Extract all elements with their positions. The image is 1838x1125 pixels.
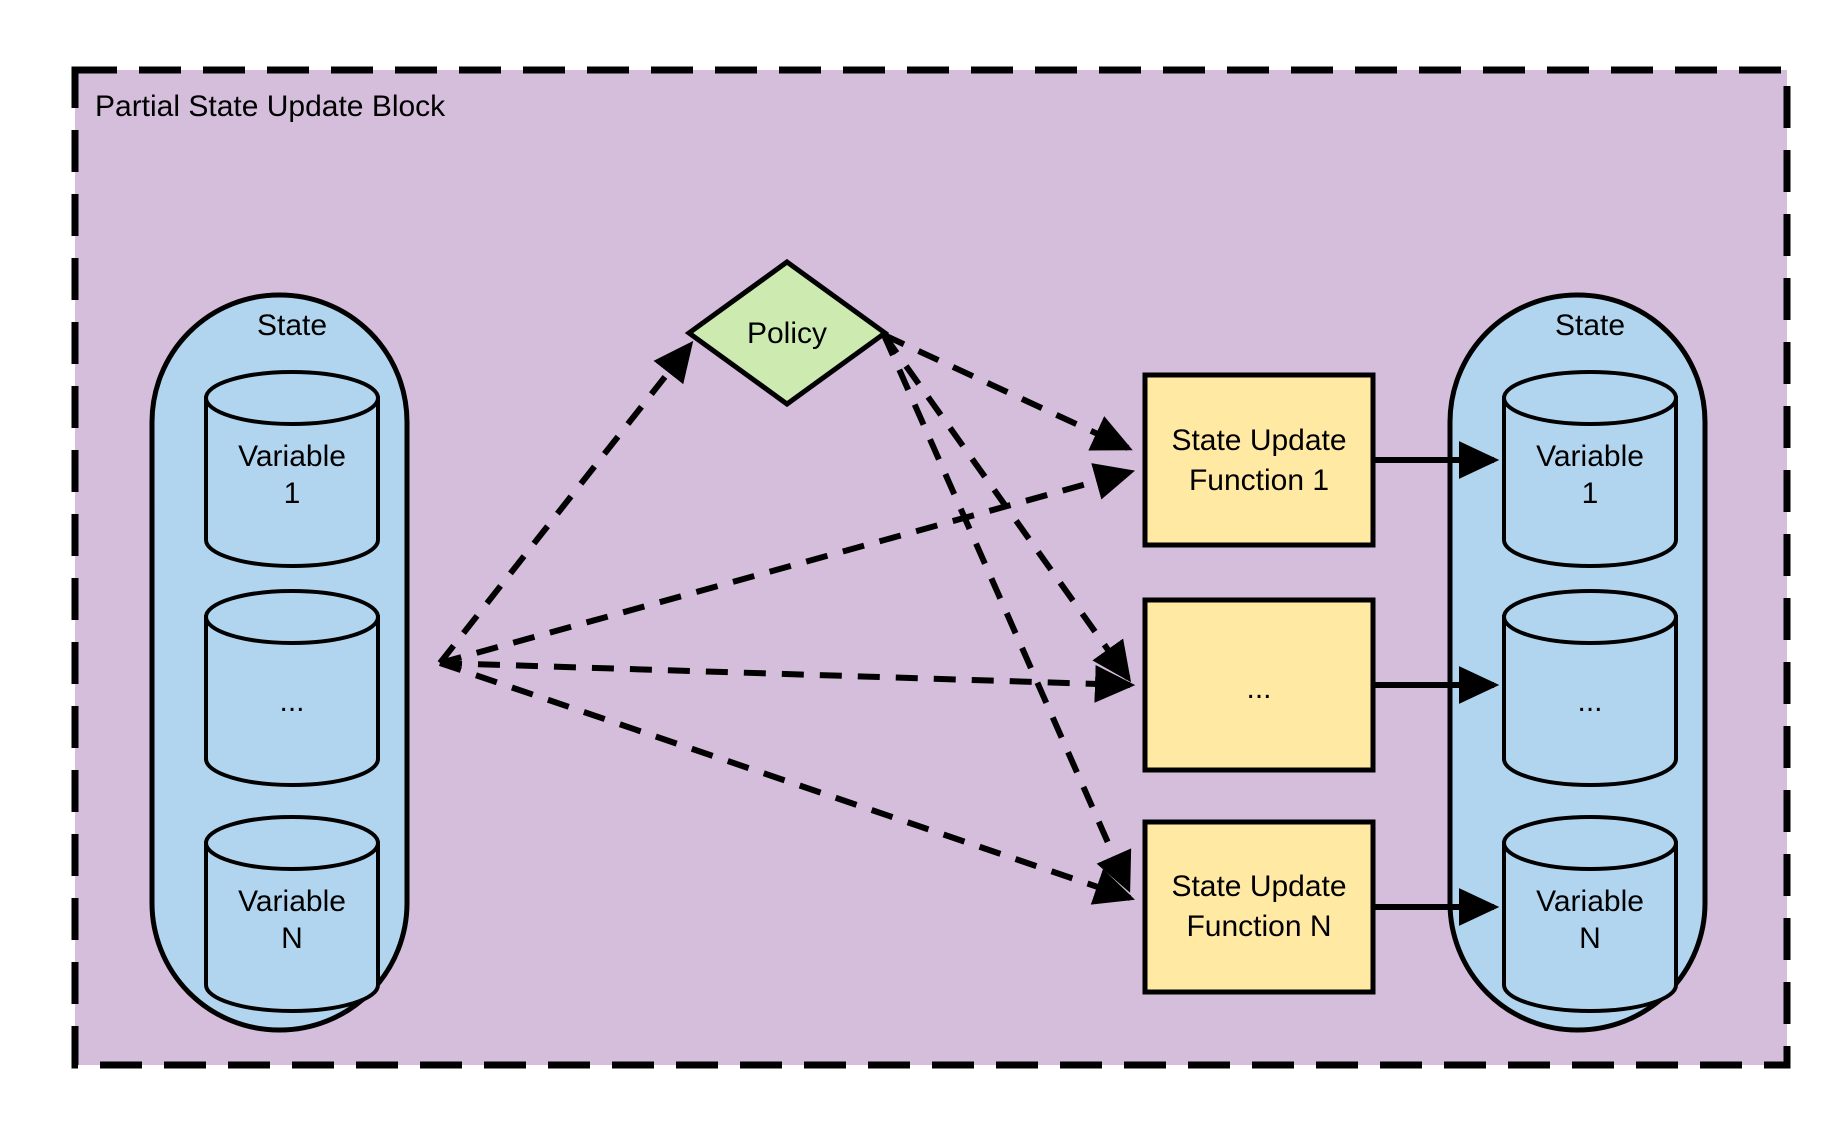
update-function-1-line1: State Update [1171,424,1346,457]
update-function-mid-line1: ... [1246,672,1271,705]
update-function-1-box[interactable] [1142,372,1376,548]
cylinder-body [204,615,380,787]
policy-node[interactable]: Policy [684,258,890,408]
right-state-cylinder-ellipsis: ... [1502,589,1678,787]
left-state-container: State Variable 1 ... Variable N [149,292,410,1033]
cylinder-body [204,841,380,1013]
left-variable-n-sublabel: N [281,922,303,955]
edge-policy-to-update-function-1 [882,332,1133,451]
left-variable-n-label: Variable [238,885,346,918]
edge-policy-to-update-function-mid [881,333,1132,683]
right-state-cylinder-variable-n: Variable N [1502,815,1678,1013]
cylinder-body [1502,615,1678,787]
right-variable-n-label: Variable [1536,885,1644,918]
right-variable-ellipsis-label: ... [1577,685,1602,718]
policy-label: Policy [747,317,827,350]
cylinder-body [204,396,380,568]
right-variable-1-sublabel: 1 [1582,477,1599,510]
edges-to-right-state [1373,441,1500,926]
right-variable-n-sublabel: N [1579,922,1601,955]
cylinder-top [1502,589,1678,645]
left-variable-1-sublabel: 1 [284,477,301,510]
edge-state-to-update-function-n [439,660,1135,905]
block-title: Partial State Update Block [95,90,446,123]
policy-diamond-shape[interactable] [684,258,890,408]
right-variable-1-label: Variable [1536,440,1644,473]
update-function-n-line1: State Update [1171,870,1346,903]
update-function-1-line2: Function 1 [1189,464,1329,497]
update-function-1[interactable]: State Update Function 1 [1142,372,1376,548]
edge-state-to-update-function-mid [439,660,1136,703]
cylinder-body [1502,841,1678,1013]
left-state-cylinder-variable-1: Variable 1 [204,370,380,568]
right-state-container: State Variable 1 ... Variable N [1447,292,1708,1033]
cylinder-top [204,815,380,871]
left-variable-1-label: Variable [238,440,346,473]
left-state-label: State [257,309,327,342]
right-state-label: State [1555,309,1625,342]
edge-state-to-policy [437,340,694,665]
update-function-n-line2: Function N [1186,910,1331,943]
cylinder-top [1502,815,1678,871]
update-function-n[interactable]: State Update Function N [1142,819,1376,995]
left-state-cylinder-ellipsis: ... [204,589,380,787]
cylinder-body [1502,396,1678,568]
edges-from-left-state [437,340,1136,905]
update-function-mid-box[interactable] [1142,597,1376,773]
edges-from-policy [881,332,1133,893]
cylinder-top [204,589,380,645]
left-variable-ellipsis-label: ... [279,685,304,718]
update-function-mid[interactable]: ... [1142,597,1376,773]
cylinder-top [1502,370,1678,426]
edge-policy-to-update-function-n [881,333,1132,893]
update-function-n-box[interactable] [1142,819,1376,995]
cylinder-top [204,370,380,426]
edge-state-to-update-function-1 [439,463,1136,666]
right-state-cylinder-variable-1: Variable 1 [1502,370,1678,568]
left-state-cylinder-variable-n: Variable N [204,815,380,1013]
